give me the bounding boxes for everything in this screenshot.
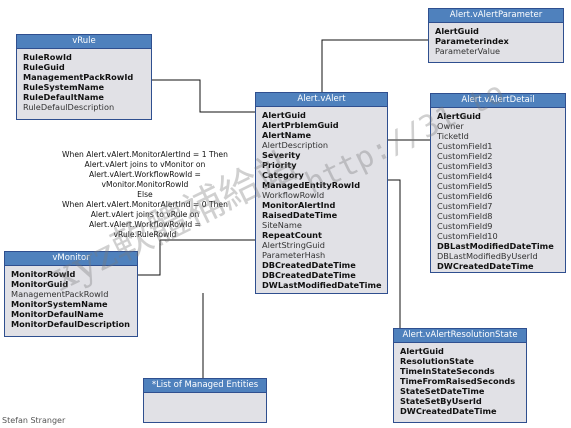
join-note-line: Else	[137, 190, 153, 199]
entity-field: DBCreatedDateTime	[262, 260, 356, 270]
connector-valert-valertresolutionstate	[388, 179, 401, 328]
entity-field: Parameterindex	[435, 36, 509, 46]
entity-field: CustomField7	[437, 201, 493, 211]
entity-field: TimeInStateSeconds	[400, 366, 495, 376]
entity-header: Alert.vAlertDetail	[431, 94, 565, 108]
entity-field: CustomField8	[437, 211, 493, 221]
join-note: When Alert.vAlert.MonitorAlertInd = 1 Th…	[62, 150, 228, 240]
entity-field: RuleSystemName	[23, 82, 105, 92]
entity-field: AlertStringGuid	[262, 240, 325, 250]
entity-field: Severity	[262, 150, 301, 160]
entity-field: CustomField1	[437, 141, 493, 151]
entity-field: RaisedDateTime	[262, 210, 338, 220]
entity-field: WorkflowRowId	[262, 190, 325, 200]
entity-field: RuleRowId	[23, 52, 72, 62]
entity-header: *List of Managed Entities	[144, 379, 266, 393]
entity-field: CustomField2	[437, 151, 493, 161]
entity-field: CustomField4	[437, 171, 493, 181]
entity-header: Alert.vAlert	[256, 93, 387, 107]
entity-field: DWCreatedDateTime	[437, 261, 534, 271]
join-note-line: Alert.vAlert joins to vRule on	[90, 210, 200, 219]
join-note-line: vMonitor.MonitorRowId	[101, 180, 189, 189]
join-note-line: vRule.RuleRowId	[113, 230, 177, 239]
entity-header: vRule	[17, 35, 151, 49]
entity-field: MonitorSystemName	[11, 299, 108, 309]
entity-field: AlertDescription	[262, 140, 329, 150]
entity-field: ManagementPackRowId	[23, 72, 134, 82]
entity-field: Priority	[262, 160, 297, 170]
entity-header: Alert.vAlertResolutionState	[394, 329, 526, 343]
join-note-line: Alert.vAlert.WorkflowRowId =	[88, 220, 201, 229]
join-note-line: When Alert.vAlert.MonitorAlertInd = 0 Th…	[62, 200, 228, 209]
entity-field: ManagementPackRowId	[11, 289, 109, 299]
entity-field: MonitorRowId	[11, 269, 76, 279]
entity-field: RuleGuid	[23, 62, 65, 72]
entity-field: AlertGuid	[400, 346, 444, 356]
entity-field: TicketId	[437, 131, 469, 141]
entity-field: CustomField9	[437, 221, 493, 231]
entity-field: AlertPrblemGuid	[262, 120, 339, 130]
entity-field: StateSetDateTime	[400, 386, 485, 396]
entity-field: ParameterHash	[262, 250, 326, 260]
entity-header: Alert.vAlertParameter	[429, 9, 563, 23]
entity-field: ResolutionState	[400, 356, 474, 366]
entity-field: TimeFromRaisedSeconds	[400, 376, 516, 386]
entity-field: RuleDefaulDescription	[23, 102, 115, 112]
entity-header: vMonitor	[5, 252, 137, 266]
entity-field: CustomField5	[437, 181, 493, 191]
entity-field: AlertGuid	[435, 26, 479, 36]
entity-field: ManagedEntityRowId	[262, 180, 361, 190]
connector-valert-vrule	[152, 79, 255, 113]
join-note-line: Alert.vAlert.WorkflowRowId =	[88, 170, 201, 179]
join-note-line: Alert.vAlert joins to vMonitor on	[84, 160, 206, 169]
entity-field: StateSetByUserId	[400, 396, 482, 406]
entity-field: DWCreatedDateTime	[400, 406, 497, 416]
entity-field: DBLastModifiedDateTime	[437, 241, 554, 251]
entity-field: MonitorDefaulName	[11, 309, 104, 319]
entity-field: ParameterValue	[435, 46, 501, 56]
author-credit: Stefan Stranger	[2, 416, 66, 425]
entity-field: MonitorDefaulDescription	[11, 319, 131, 329]
entity-field-list	[144, 393, 266, 396]
entity-field: RuleDefaultName	[23, 92, 104, 102]
connector-valert-valertparameter	[321, 39, 428, 92]
join-note-line: When Alert.vAlert.MonitorAlertInd = 1 Th…	[62, 150, 228, 159]
entity-field: SiteName	[262, 220, 302, 230]
entity-managed-entities: *List of Managed Entities	[143, 378, 267, 423]
entity-field: AlertName	[262, 130, 312, 140]
entity-field: CustomField10	[437, 231, 498, 241]
entity-field: AlertGuid	[262, 110, 306, 120]
entity-field: Owner	[437, 121, 464, 131]
entity-field: CustomField6	[437, 191, 493, 201]
entity-field: MonitorGuid	[11, 279, 69, 289]
entity-field: CustomField3	[437, 161, 493, 171]
entity-field: DBCreatedDateTime	[262, 270, 356, 280]
entity-field: DWLastModifiedDateTime	[262, 280, 382, 290]
entity-field: AlertGuid	[437, 111, 481, 121]
entity-field: Category	[262, 170, 304, 180]
entity-field: DBLastModifiedByUserId	[437, 251, 538, 261]
connector-valert-vmonitor	[138, 239, 255, 276]
entity-field: MonitorAlertInd	[262, 200, 336, 210]
entity-field: RepeatCount	[262, 230, 322, 240]
